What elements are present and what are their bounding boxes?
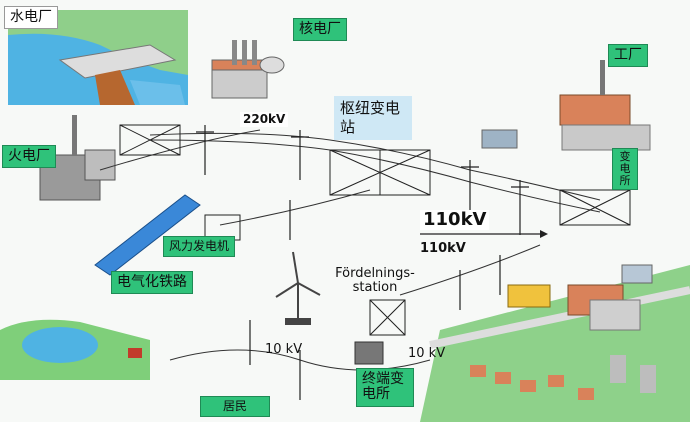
town-illustration xyxy=(420,264,690,422)
pylons xyxy=(196,125,529,400)
voltage-10kv-right: 10 kV xyxy=(408,346,446,361)
voltage-10kv-left: 10 kV xyxy=(265,342,303,357)
railway-label: 电气化铁路 xyxy=(111,271,193,295)
terminal-substation-house xyxy=(354,341,384,365)
factory-label: 工厂 xyxy=(608,44,648,68)
voltage-220kv: 220kV xyxy=(240,112,289,128)
factory-illustration xyxy=(481,60,651,151)
voltage-110kv-main: 110kV xyxy=(420,210,490,230)
distribution-station-label: Fördelnings-station xyxy=(335,266,415,296)
voltage-110kv-secondary: 110kV xyxy=(420,241,466,256)
nuclear-plant-label: 核电厂 xyxy=(293,18,347,42)
thermal-plant-illustration xyxy=(39,115,116,201)
hydro-plant-illustration xyxy=(8,10,188,105)
nuclear-plant-illustration xyxy=(211,40,285,99)
wind-turbine-icon xyxy=(275,251,321,325)
residents-label: 居民 xyxy=(200,396,270,418)
wind-generator-label: 风力发电机 xyxy=(163,236,236,258)
voltage-arrow xyxy=(420,230,548,238)
railway-illustration xyxy=(94,194,201,276)
thermal-plant-label: 火电厂 xyxy=(2,145,56,169)
substation-structures xyxy=(119,124,631,336)
substation-label: 变电所 xyxy=(612,148,638,191)
hub-substation-label: 枢纽变电站 xyxy=(334,96,412,140)
lake-area-illustration xyxy=(0,319,150,380)
hydro-plant-label: 水电厂 xyxy=(4,6,58,30)
terminal-substation-label: 终端变电所 xyxy=(356,368,414,407)
